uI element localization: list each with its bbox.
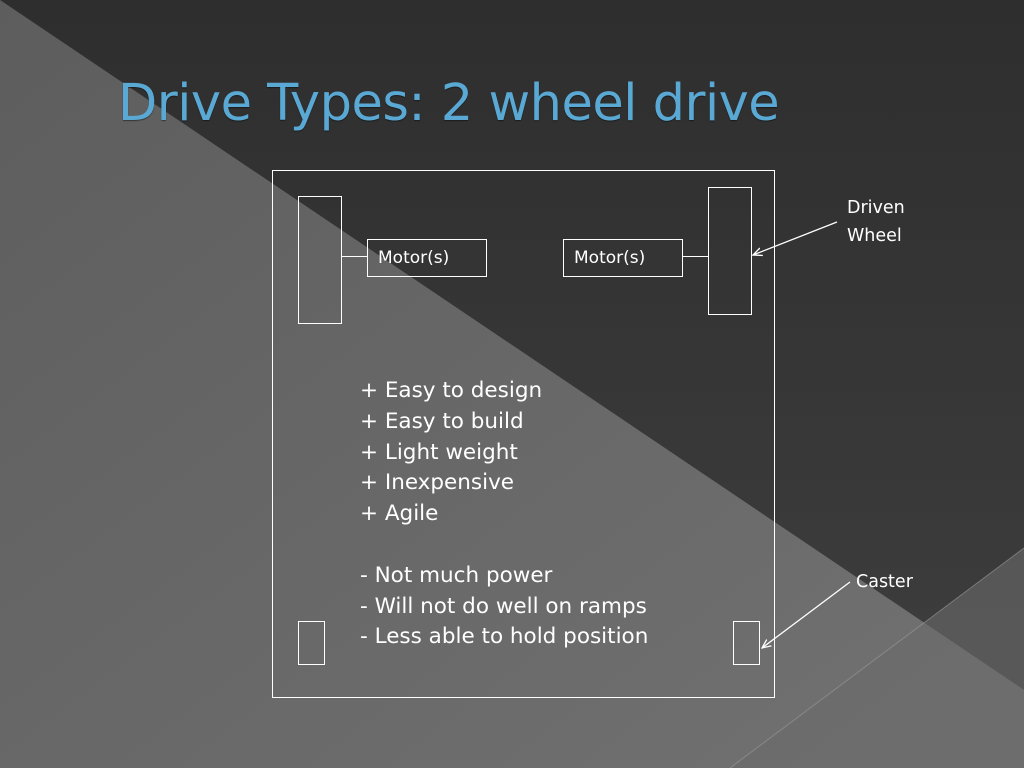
driven-wheel-callout-line1: Driven — [847, 198, 905, 218]
list-spacer — [360, 530, 648, 561]
pro-item: + Inexpensive — [360, 470, 515, 496]
pro-item: + Light weight — [360, 439, 518, 465]
left-caster — [298, 621, 325, 665]
caster-callout: Caster — [856, 572, 913, 592]
left-driven-wheel — [298, 196, 342, 324]
robot-chassis-outline — [272, 170, 775, 698]
driven-wheel-callout-line2: Wheel — [847, 226, 902, 246]
driven-wheel-callout: Driven Wheel — [847, 194, 905, 250]
pro-item: + Easy to build — [360, 408, 524, 434]
right-driven-wheel — [708, 187, 752, 315]
right-caster — [733, 621, 760, 665]
left-motor-box: Motor(s) — [367, 239, 487, 277]
right-wheel-motor-connector — [683, 256, 708, 257]
pro-item: + Agile — [360, 501, 439, 527]
pros-cons-list: + Easy to design + Easy to build + Light… — [360, 376, 648, 653]
con-item: - Not much power — [360, 562, 553, 588]
slide-title: Drive Types: 2 wheel drive — [118, 74, 780, 133]
con-item: - Less able to hold position — [360, 624, 649, 650]
left-wheel-motor-connector — [342, 256, 367, 257]
right-motor-box: Motor(s) — [563, 239, 683, 277]
con-item: - Will not do well on ramps — [360, 593, 647, 619]
pro-item: + Easy to design — [360, 378, 543, 403]
